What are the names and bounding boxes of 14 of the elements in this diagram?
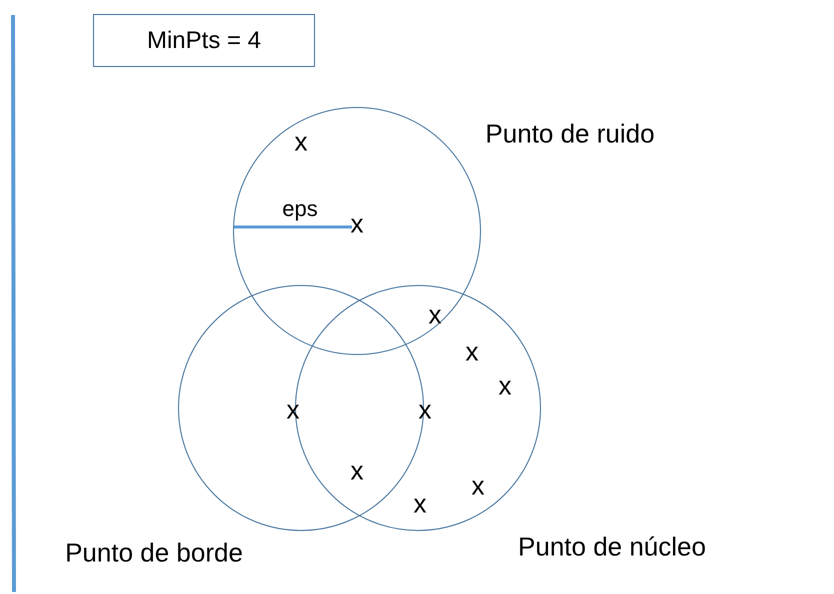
- point-mark: x: [294, 128, 308, 155]
- point-label: Punto de borde: [65, 540, 243, 566]
- parameter-box: [93, 14, 315, 67]
- point-mark: x: [350, 458, 364, 484]
- point-mark: x: [472, 472, 484, 499]
- point-mark: x: [414, 490, 426, 517]
- point-mark: x: [428, 302, 442, 328]
- radius-label: eps: [282, 198, 318, 220]
- point-mark: x: [498, 372, 512, 399]
- point-label: Punto de ruido: [485, 120, 655, 147]
- point-mark: x: [466, 338, 478, 365]
- point-label: Punto de núcleo: [518, 534, 706, 560]
- point-mark: x: [350, 210, 364, 237]
- parameter-text: MinPts = 4: [146, 26, 262, 54]
